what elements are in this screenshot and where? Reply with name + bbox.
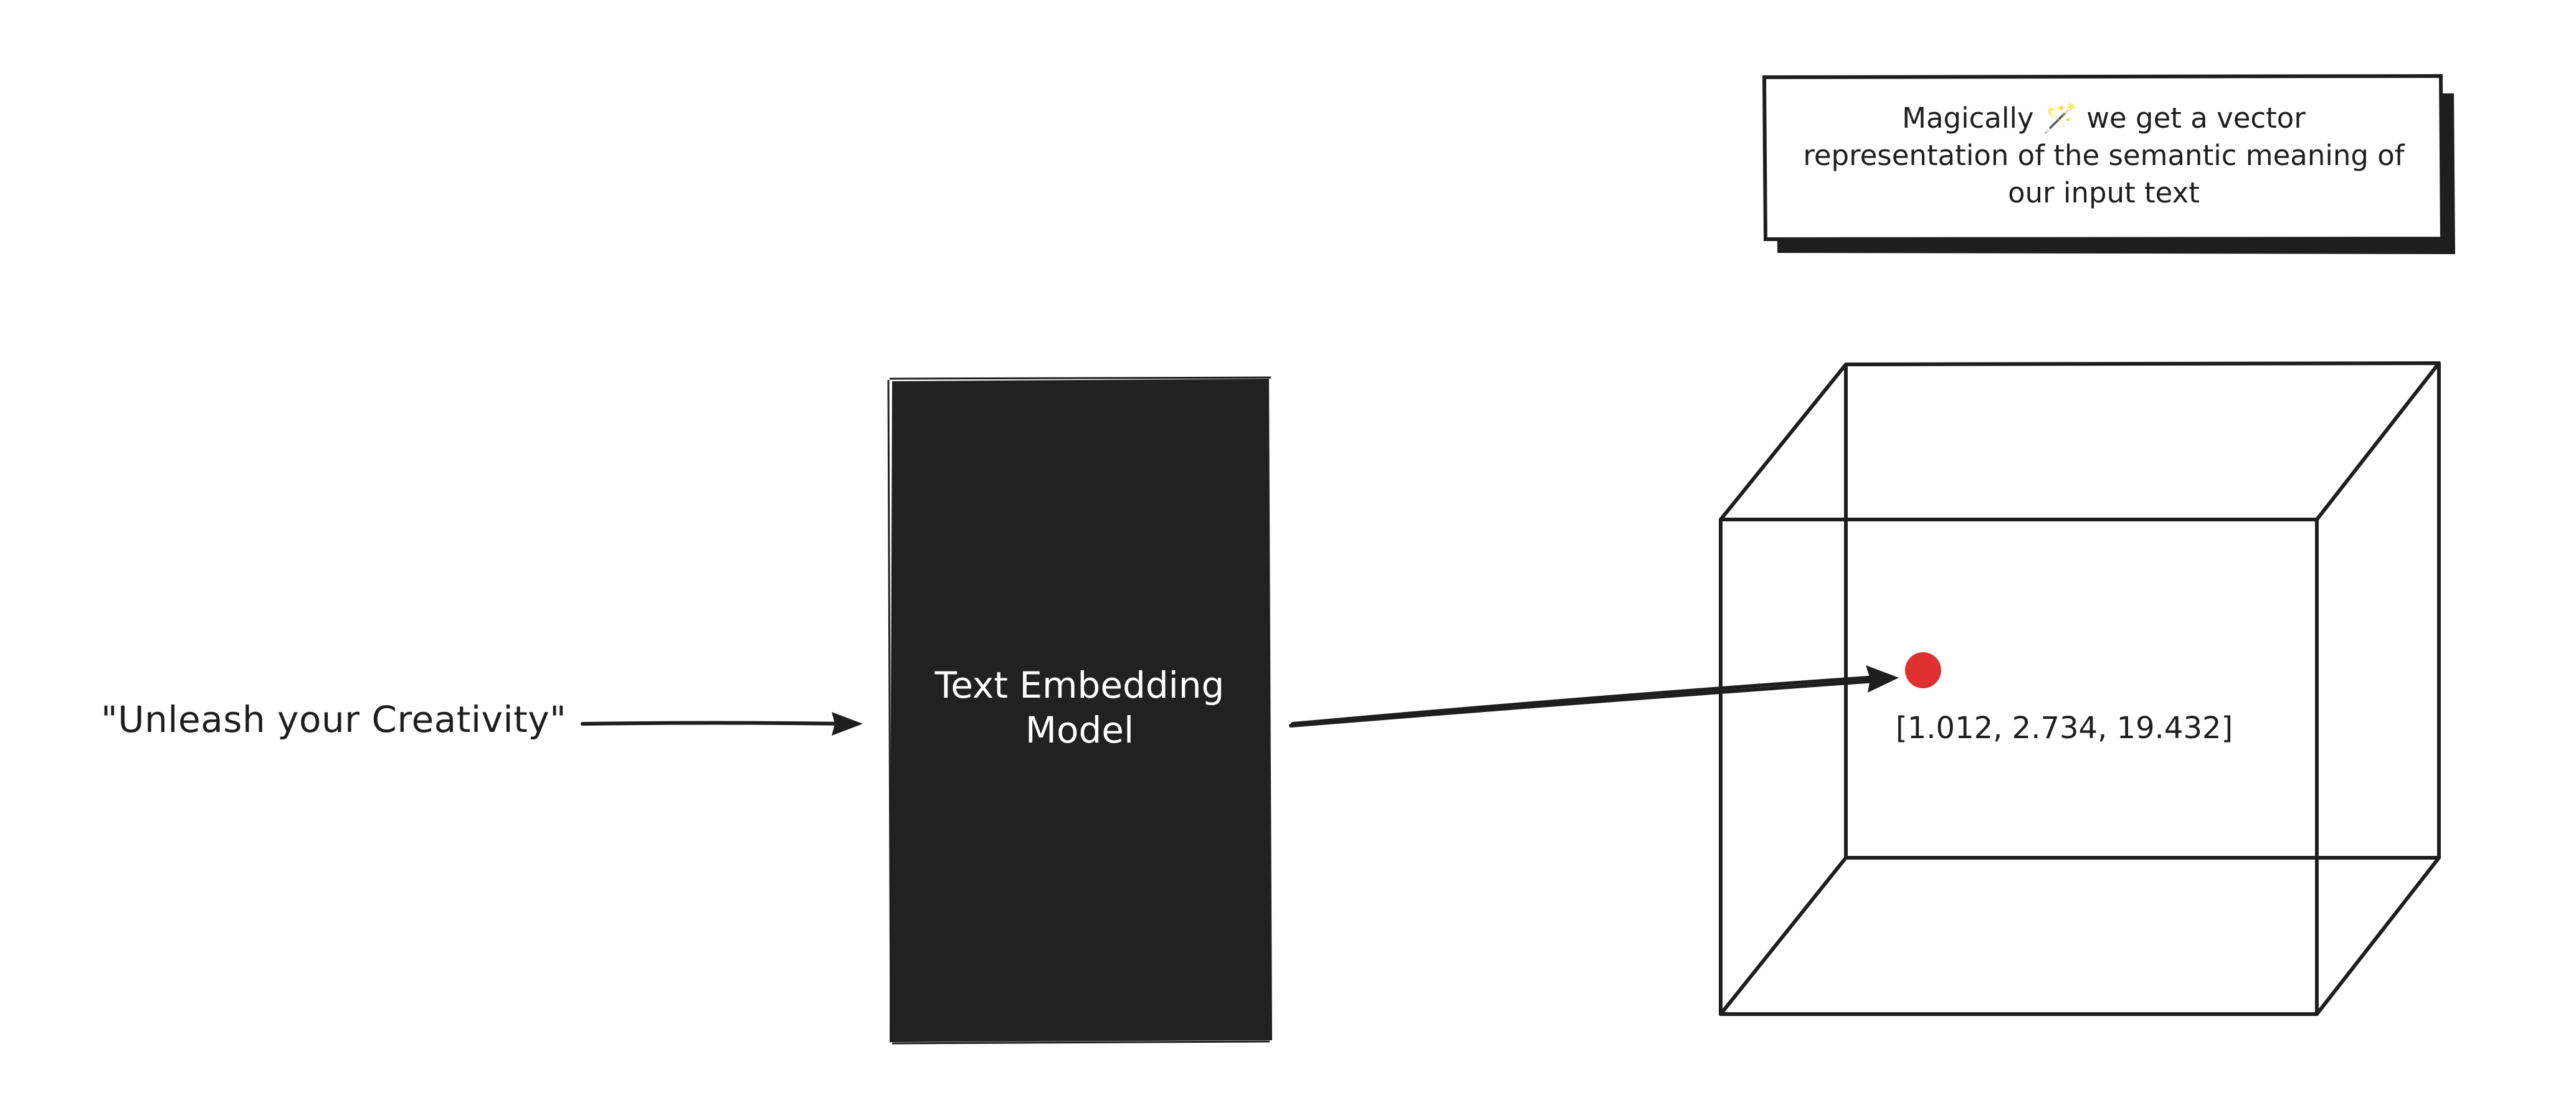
note-box: Magically 🪄 we get a vector representati… [1762,74,2455,254]
wand-icon: 🪄 [2043,102,2086,135]
model-label-line1: Text Embedding [934,664,1225,706]
model-label-line2: Model [1025,709,1134,751]
input-arrow [581,721,855,726]
output-arrow [1289,665,1899,728]
vector-point [1905,652,1941,688]
vector-label: [1.012, 2.734, 19.432] [1896,711,2233,746]
note-line3: our input text [2008,176,2200,209]
input-text: "Unleash your Creativity" [101,698,566,741]
embedding-model-box: Text Embedding Model [887,376,1272,1045]
note-line2: representation of the semantic meaning o… [1803,139,2405,172]
note-line1-before: Magically [1902,102,2033,135]
note-line1-after: we get a vector [2086,102,2306,135]
input-arrowhead [832,712,863,736]
vector-space-cube [1719,361,2441,1016]
note-line1: Magically 🪄 we get a vector [1902,102,2306,135]
